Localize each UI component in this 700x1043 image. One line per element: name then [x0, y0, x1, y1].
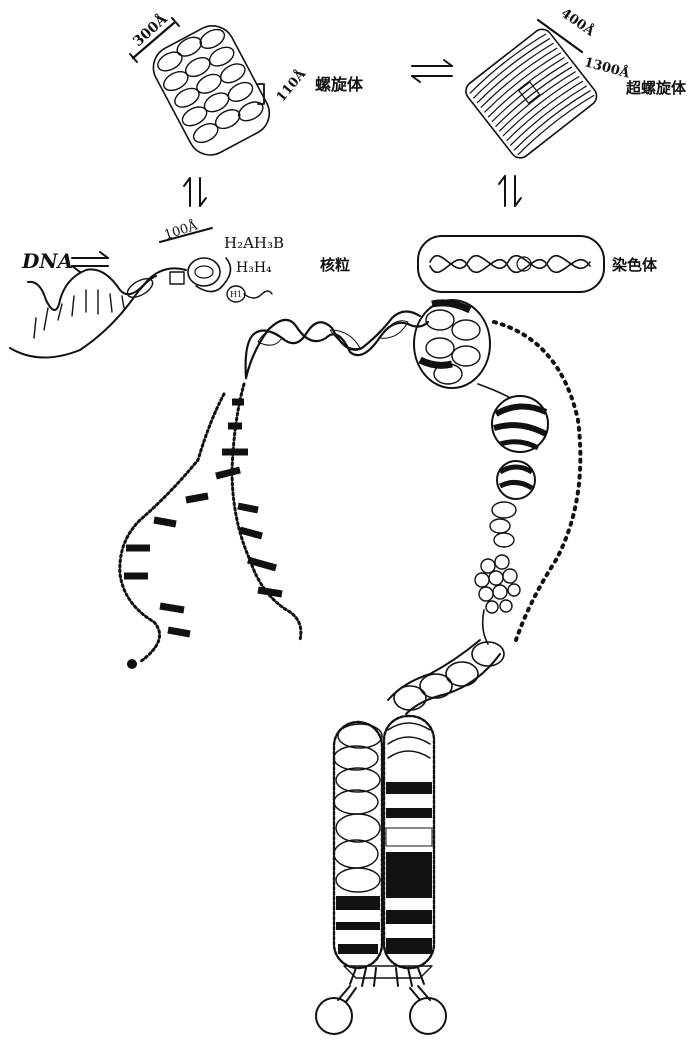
- supercoil-figure: 400Å 1300Å 超螺旋体: [462, 5, 687, 162]
- equilibrium-arrow-right-vertical: [499, 176, 521, 206]
- equilibrium-arrow-left-vertical: [184, 178, 206, 206]
- histones-a-label: H₂AH₃B: [224, 234, 284, 252]
- chromatid-left: [334, 722, 382, 968]
- supercoil-length-label: 1300Å: [582, 54, 632, 82]
- solenoid-pitch-label: 110Å: [273, 66, 310, 105]
- unfolding-chromatin-path: [120, 300, 581, 714]
- dna-label: DNA: [21, 249, 73, 273]
- supercoil-ball-1: [492, 396, 548, 452]
- bead-cluster: [475, 555, 520, 613]
- chromosome-label: 染色体: [611, 256, 658, 274]
- histones-b-label: H₃H₄: [236, 260, 272, 276]
- equilibrium-arrow-horizontal: [412, 60, 452, 82]
- supercoil-width-label: 400Å: [558, 5, 598, 40]
- chromatid-right: [384, 716, 434, 968]
- dna-nucleosome-figure: DNA 100Å H1 H₂AH₃B H₃H₄ 核粒: [10, 217, 350, 357]
- metaphase-chromosome: [316, 716, 446, 1034]
- nucleosome-cluster: [414, 300, 490, 388]
- supercoil-ball-2: [497, 461, 535, 499]
- solenoid-label: 螺旋体: [315, 75, 364, 94]
- linker-histone-label: H1: [230, 290, 242, 299]
- solenoid-figure: 300Å 110Å 螺: [129, 9, 364, 163]
- supercoil-label: 超螺旋体: [625, 79, 687, 97]
- nucleosome-label: 核粒: [320, 256, 350, 274]
- nucleosome-span-label: 100Å: [162, 217, 200, 243]
- chromatin-loop-figure: 染色体: [418, 236, 658, 292]
